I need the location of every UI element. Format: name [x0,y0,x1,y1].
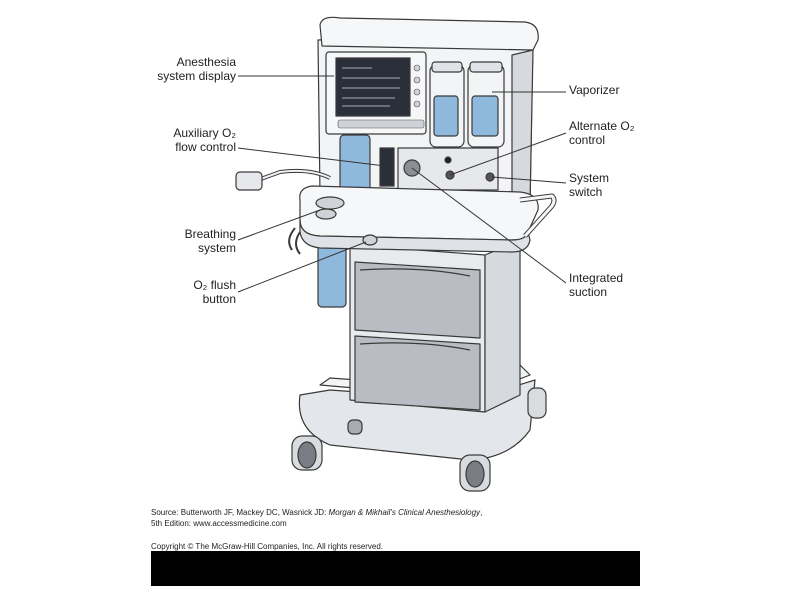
leader-breathing-system [237,209,321,241]
label-breathing-system: Breathing system [184,227,236,255]
label-auxiliary-o2-flow-control: Auxiliary O₂ flow control [173,126,236,154]
display-button-row [337,119,425,129]
upper-tower-cap [319,16,539,51]
breathing-hooks [288,227,301,255]
leader-aux-o2 [237,147,386,167]
label-system-switch: System switch [569,171,610,199]
lower-cabinet-side [484,239,521,413]
label-alternate-o2-control: Alternate O₂ control [569,119,635,147]
display-screen [335,57,411,117]
source-book-title: Morgan & Mikhail's Clinical Anesthesiolo… [328,508,481,517]
aux-o2-nozzle [235,171,263,191]
copyright-notice: Copyright © The McGraw-Hill Companies, I… [151,542,384,551]
worktop-front [299,219,531,253]
leader-alternate-o2 [449,132,567,176]
source-citation: Source: Butterworth JF, Mackey DC, Wasni… [151,507,482,518]
breathing-ports [315,196,345,210]
drawer-lower-handle [359,342,471,351]
display-knob [413,64,421,72]
wheel-front-left-hub [297,441,317,469]
drawer-upper [354,261,481,339]
drawer-lower [354,335,481,411]
label-integrated-suction: Integrated suction [569,271,624,299]
leader-system-switch [491,176,567,184]
label-o2-flush-button: O₂ flush button [193,278,236,306]
redaction-bar [151,551,640,586]
source-edition: 5th Edition: www.accessmedicine.com [151,519,287,528]
drawer-upper-handle [359,268,471,277]
label-anesthesia-system-display: Anesthesia system display [157,55,236,83]
o2-flush-button [362,234,378,246]
wheel-back-left [347,419,363,435]
leader-integrated-suction [411,167,567,284]
vaporizer-left-window [433,95,459,137]
suction-canister [317,244,347,308]
wheel-front-right-hub [465,460,485,488]
control-panel [397,147,499,191]
label-vaporizer: Vaporizer [569,83,620,97]
leader-o2-flush [237,241,367,293]
aux-o2-flowmeter [379,147,395,187]
source-suffix: , [480,508,483,517]
wheel-back-right [527,387,547,419]
vaporizer-right-window [471,95,499,137]
absorber-canister [339,134,371,196]
source-prefix: Source: Butterworth JF, Mackey DC, Wasni… [151,508,329,517]
tower-side [511,49,534,206]
